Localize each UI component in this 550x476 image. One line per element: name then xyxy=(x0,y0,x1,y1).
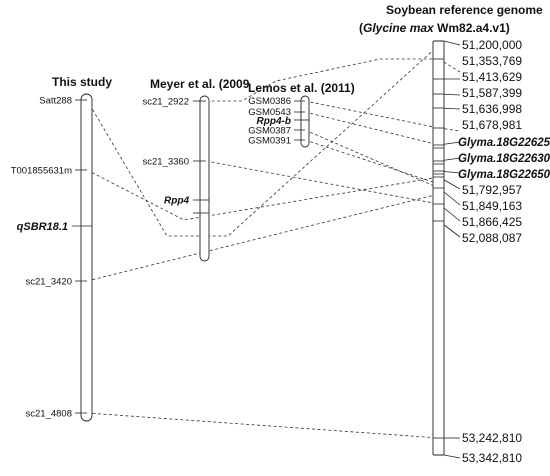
marker-sc21-4808: sc21_4808 xyxy=(26,409,72,420)
gene-glyma-18g226500: Glyma.18G226500 xyxy=(458,169,550,181)
ref-pos-53342810: 53,342,810 xyxy=(462,451,522,465)
header-this-study: This study xyxy=(52,75,112,89)
leader-top xyxy=(443,40,461,46)
qtl-qsbr18-1: qSBR18.1 xyxy=(17,221,68,233)
header-lemos: Lemos et al. (2011) xyxy=(248,81,355,95)
ref-pos-51866425: 51,866,425 xyxy=(462,215,522,229)
marker-t001855631m: T001855631m xyxy=(11,166,72,177)
chromosome-meyer xyxy=(199,95,210,262)
connector-sc21-2922 xyxy=(206,58,439,102)
connector-satt288 xyxy=(86,44,440,237)
reference-species: Glycine max xyxy=(363,21,435,35)
marker-sc21-3360: sc21_3360 xyxy=(143,157,189,168)
ref-pos-53242810: 53,242,810 xyxy=(462,431,522,445)
marker-gsm0386: GSM0386 xyxy=(248,96,291,107)
gene-glyma-18g226300: Glyma.18G226300 xyxy=(458,153,550,165)
marker-satt288: Satt288 xyxy=(39,96,72,107)
ref-pos-52088087: 52,088,087 xyxy=(462,231,522,245)
ref-pos-51353769: 51,353,769 xyxy=(462,54,522,68)
gene-glyma-18g226250: Glyma.18G226250 xyxy=(458,137,550,149)
leader-bottom xyxy=(443,454,461,459)
ref-pos-51200000: 51,200,000 xyxy=(462,38,522,52)
marker-gsm0387: GSM0387 xyxy=(248,126,291,137)
ref-pos-51678981: 51,678,981 xyxy=(462,118,522,132)
header-reference-line1: Soybean reference genome xyxy=(386,3,543,17)
ref-pos-51849163: 51,849,163 xyxy=(462,199,522,213)
offset-51678981 xyxy=(438,127,461,132)
connector-gsm0387 xyxy=(304,129,440,189)
connector-sc21-4808 xyxy=(86,412,440,439)
this-study-markers: Satt288 T001855631m qSBR18.1 sc21_3420 s… xyxy=(11,96,92,420)
ref-pos-51792957: 51,792,957 xyxy=(462,183,522,197)
connector-t001855631m xyxy=(86,169,440,221)
connector-sc21-3360 xyxy=(205,160,440,205)
connector-gsm0543 xyxy=(304,111,440,146)
header-meyer: Meyer et al. (2009 xyxy=(150,77,250,91)
header-reference-line2: (Glycine max Wm82.a4.v1) xyxy=(359,21,510,35)
marker-gsm0543: GSM0543 xyxy=(248,107,291,118)
marker-sc21-3420: sc21_3420 xyxy=(26,277,72,288)
ref-pos-51587399: 51,587,399 xyxy=(462,86,522,100)
ref-pos-51413629: 51,413,629 xyxy=(462,70,522,84)
ref-pos-51636998: 51,636,998 xyxy=(462,102,522,116)
connector-lines xyxy=(86,44,461,439)
chromosome-lemos xyxy=(300,95,310,148)
reference-ticks xyxy=(433,40,461,459)
reference-assembly: Wm82.a4.v1 xyxy=(437,21,506,35)
reference-labels: 51,200,000 51,353,769 51,413,629 51,587,… xyxy=(458,38,550,465)
marker-sc21-2922: sc21_2922 xyxy=(143,97,189,108)
lemos-markers: GSM0386 GSM0543 Rpp4-b GSM0387 GSM0391 xyxy=(248,96,309,147)
meyer-markers: sc21_2922 sc21_3360 Rpp4 xyxy=(143,97,209,214)
connector-gsm0386 xyxy=(304,100,440,129)
marker-gsm0391: GSM0391 xyxy=(248,136,291,147)
gene-rpp4-b: Rpp4-b xyxy=(257,116,291,127)
chromosome-reference xyxy=(432,40,445,456)
offset-51353769 xyxy=(438,58,461,73)
chromosome-this-study xyxy=(80,93,93,422)
gene-rpp4: Rpp4 xyxy=(164,196,189,207)
connector-gsm0391 xyxy=(304,139,440,185)
